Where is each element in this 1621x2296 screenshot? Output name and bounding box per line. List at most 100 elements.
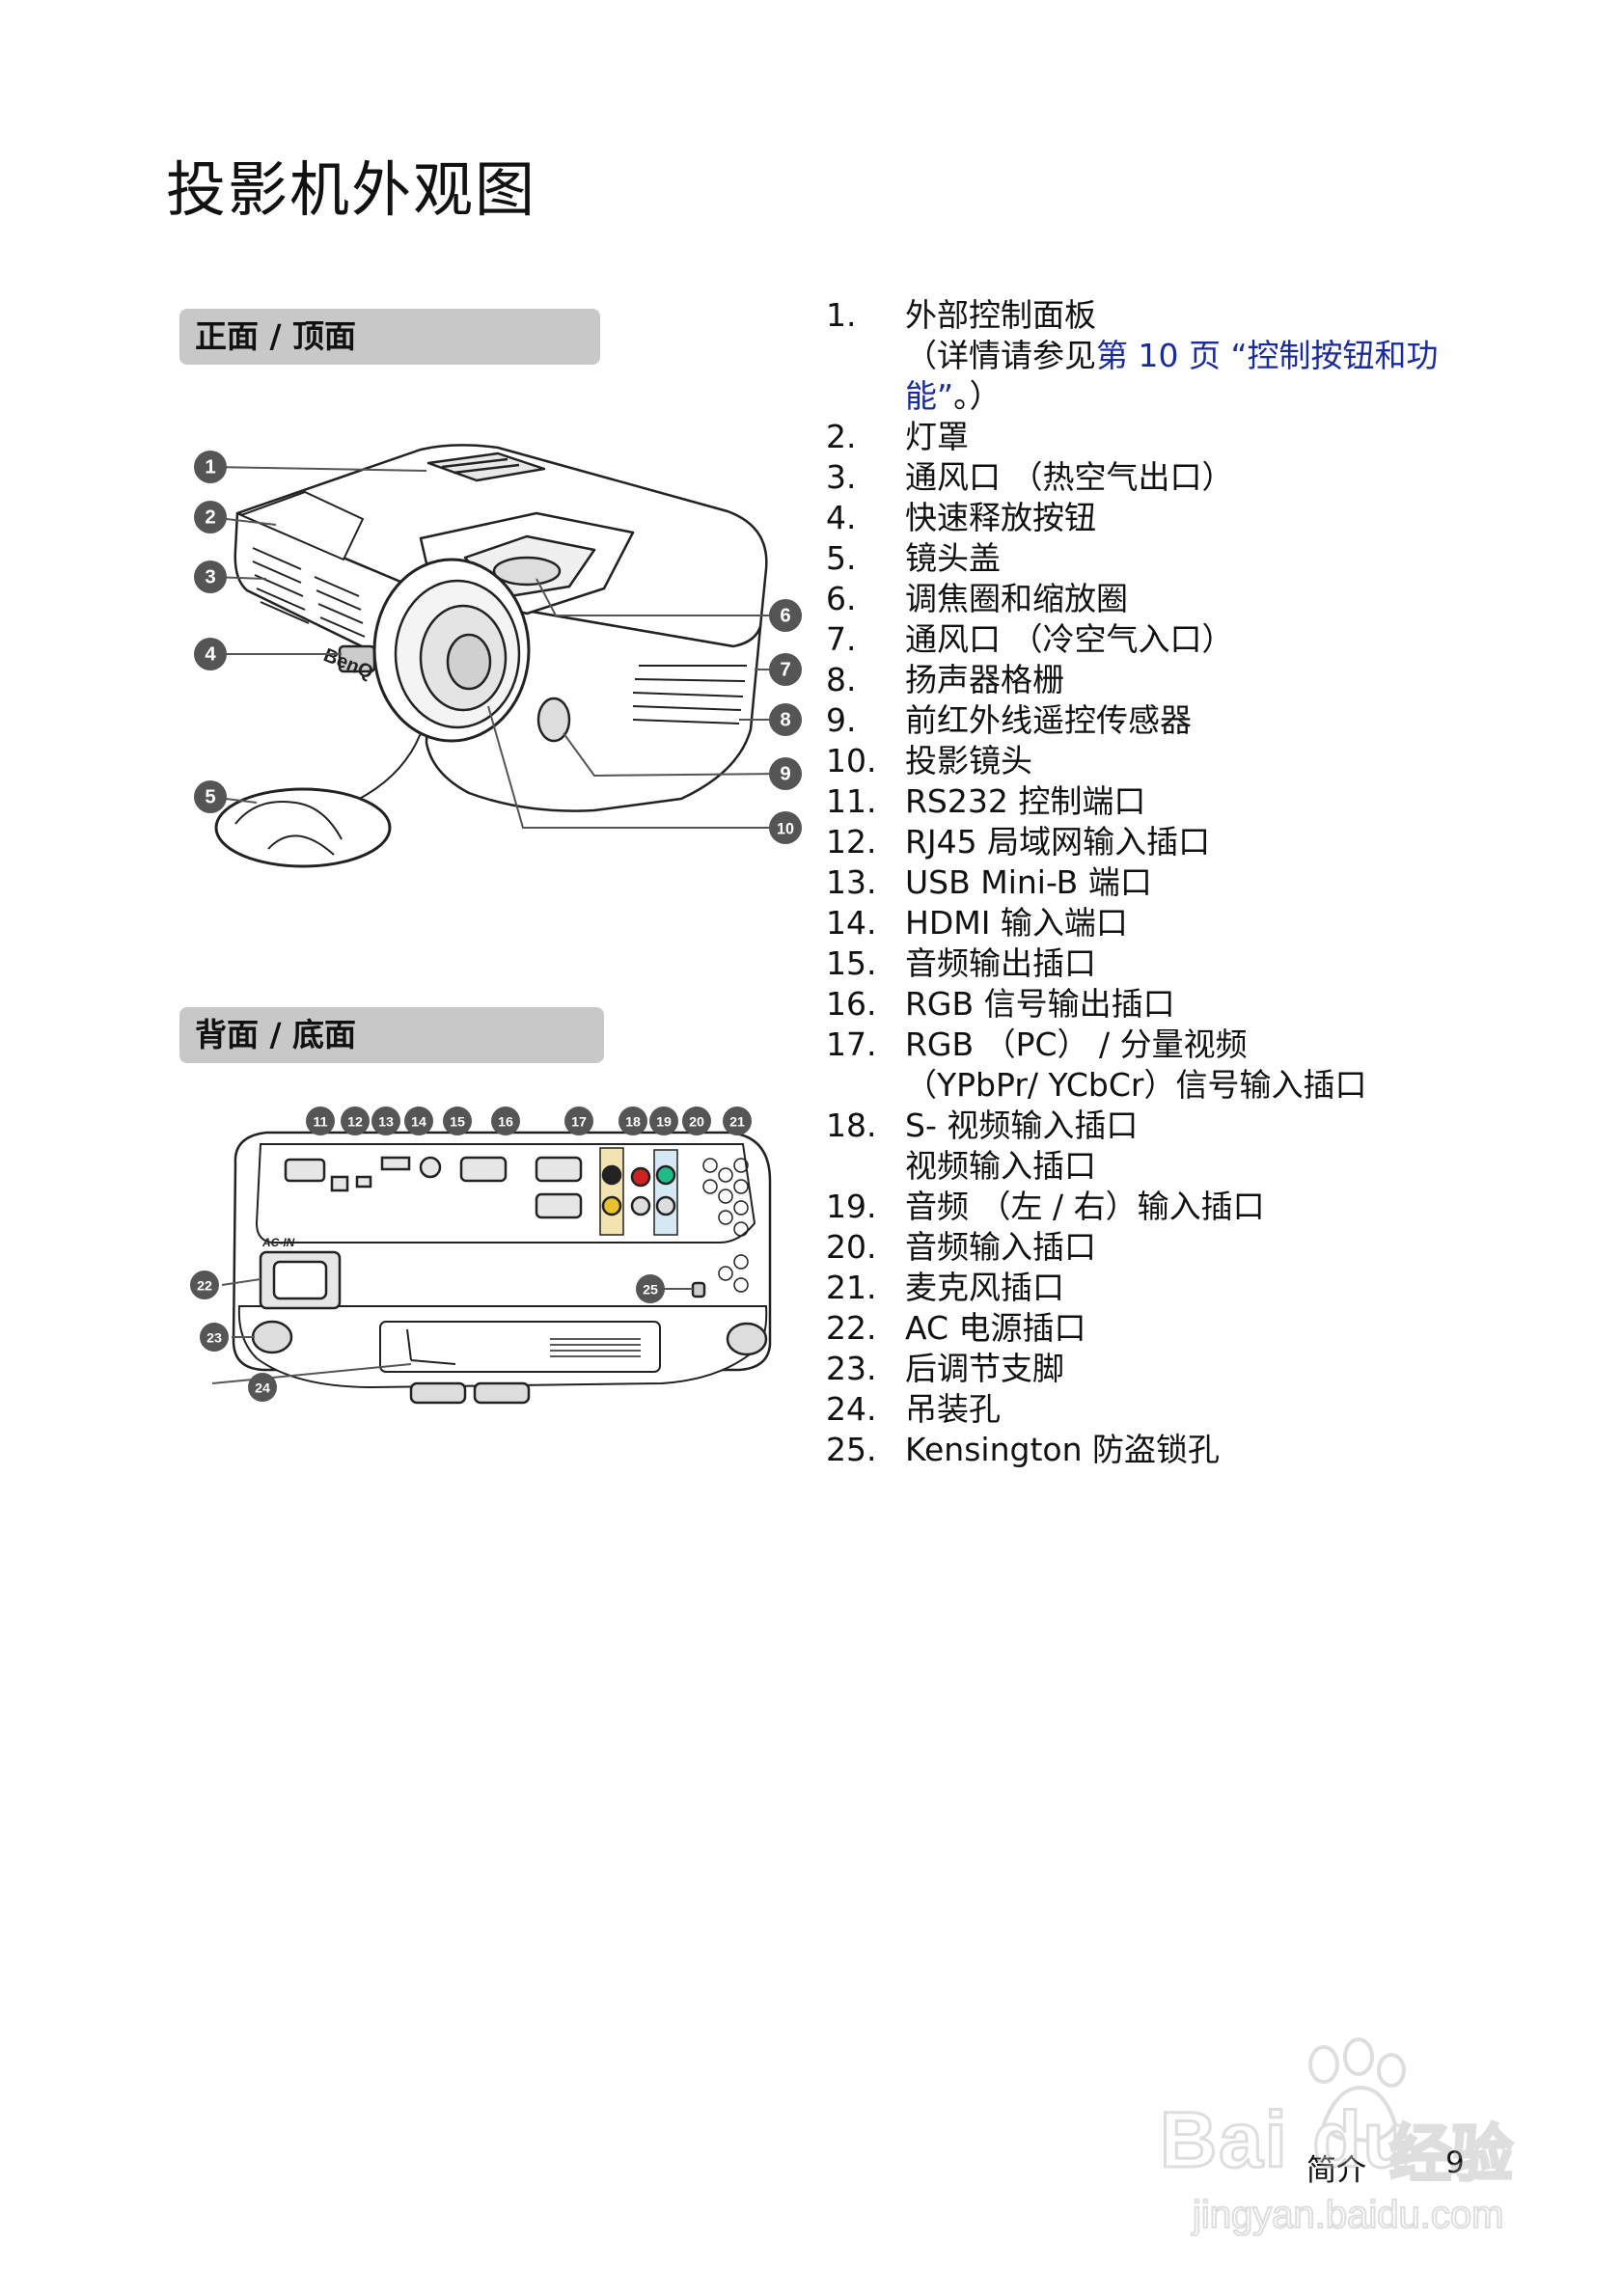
part-name: RGB （PC） / 分量视频 [905,1025,1248,1063]
part-number: 23. [826,1350,877,1387]
part-name: RS232 控制端口 [905,782,1146,820]
part-number: 2. [826,418,857,455]
callout-marker [769,757,802,790]
section-header-back-bottom: 背面 / 底面 [179,1007,604,1063]
callout-marker [404,1107,433,1135]
page-title: 投影机外观图 [166,154,537,225]
footer-page-number: 9 [1445,2146,1465,2180]
part-item: 14.HDMI 输入端口 [826,903,1521,943]
part-name: 快速释放按钮 [905,499,1096,536]
part-name: 投影镜头 [905,742,1032,779]
callout-number: 20 [689,1115,704,1131]
part-number: 8. [826,661,857,698]
vent-hot-air [252,547,366,638]
footer-section-name: 简介 [1306,2153,1366,2188]
callout-marker [443,1107,472,1135]
part-name: AC 电源插口 [905,1309,1086,1347]
lens-cap [214,787,392,868]
callout-marker [564,1107,593,1135]
rgb-in-port-1 [535,1156,583,1183]
part-name: 前红外线遥控传感器 [905,701,1192,739]
callout-number: 10 [777,820,794,837]
part-number: 16. [826,985,877,1023]
callout-number: 17 [571,1115,587,1131]
vent-cool-air [632,665,747,724]
callout-number: 18 [625,1115,641,1131]
callout-number: 9 [780,763,790,784]
part-number: 11. [826,782,877,820]
ceiling-mount-holes [379,1321,661,1373]
part-item: 2.灯罩 [826,417,1521,457]
audio-out-jack [419,1156,442,1179]
mic-jack [655,1195,676,1216]
part-number: 12. [826,823,877,861]
watermark-url: jingyan.baidu.com [1192,2193,1504,2237]
callout-marker [194,780,227,813]
part-name: 吊装孔 [905,1390,1001,1428]
audio-lr-jack-l [630,1166,651,1188]
part-item: 10.投影镜头 [826,741,1521,781]
part-item: 15.音频输出插口 [826,943,1521,984]
part-name-line2: 视频输入插口 [905,1147,1096,1185]
part-name: RJ45 局域网输入插口 [905,823,1211,861]
part-item: 9.前红外线遥控传感器 [826,700,1521,741]
s-video-jack [601,1164,622,1186]
part-number: 3. [826,458,857,496]
callout-marker [769,599,802,632]
paw-logo-icon [1308,2037,1406,2143]
callout-number: 21 [729,1115,745,1131]
part-number: 19. [826,1188,877,1225]
callout-marker [194,451,227,483]
control-panel [426,451,546,482]
watermark-brand: Bai du [1159,2095,1414,2186]
callout-number: 5 [205,786,215,807]
part-item: 11. RS232 控制端口 [826,781,1521,822]
part-number: 5. [826,539,857,577]
section-header-front-top: 正面 / 顶面 [179,309,600,365]
callout-marker [194,638,227,670]
callout-number: 4 [205,643,216,665]
callout-number: 16 [498,1115,513,1131]
part-name: USB Mini-B 端口 [905,863,1152,901]
part-item: 25. Kensington 防盗锁孔 [826,1430,1521,1470]
part-name: 音频输入插口 [905,1228,1096,1266]
callout-marker [491,1107,520,1135]
part-name: 外部控制面板 [905,296,1096,334]
part-item: 1.外部控制面板（详情请参见第 10 页 “控制按钮和功能”。） [826,295,1521,417]
part-name-line2: （YPbPr/ YCbCr）信号输入插口 [905,1066,1367,1104]
part-number: 25. [826,1431,877,1468]
callout-number: 25 [643,1283,658,1298]
part-item: 13.USB Mini-B 端口 [826,862,1521,903]
callout-number: 19 [656,1115,672,1131]
part-name: 后调节支脚 [905,1350,1064,1387]
control-panel-page-link[interactable]: 第 10 页 “控制按钮和功能” [905,337,1439,415]
callout-number: 24 [255,1381,270,1397]
callout-marker [190,1271,219,1299]
rear-adjuster-foot [251,1320,293,1354]
video-in-jack [601,1195,622,1216]
callout-number: 1 [205,456,215,478]
callout-number: 23 [206,1331,222,1347]
callout-marker [618,1107,647,1135]
hdmi-port [380,1156,411,1171]
callout-marker [649,1107,678,1135]
part-item: 17.RGB （PC） / 分量视频（YPbPr/ YCbCr）信号输入插口 [826,1025,1521,1106]
rs232-port [284,1158,326,1183]
callout-marker [769,703,802,736]
rgb-in-port-2 [535,1192,583,1219]
focus-ring [492,556,562,587]
part-name: 麦克风插口 [905,1269,1064,1306]
part-item: 3.通风口 （热空气出口） [826,457,1521,498]
part-name: Kensington 防盗锁孔 [905,1431,1220,1468]
part-item: 22.AC 电源插口 [826,1308,1521,1349]
part-item: 5.镜头盖 [826,538,1521,579]
part-item: 8.扬声器格栅 [826,660,1521,700]
part-item: 19.音频 （左 / 右）输入插口 [826,1187,1521,1227]
part-item: 7.通风口 （冷空气入口） [826,619,1521,660]
speaker-grille [702,1158,749,1293]
ir-sensor [536,697,571,743]
watermark: Bai du 经验 jingyan.baidu.com [1154,2036,1559,2248]
callout-marker [248,1373,277,1402]
callout-marker [769,653,802,686]
